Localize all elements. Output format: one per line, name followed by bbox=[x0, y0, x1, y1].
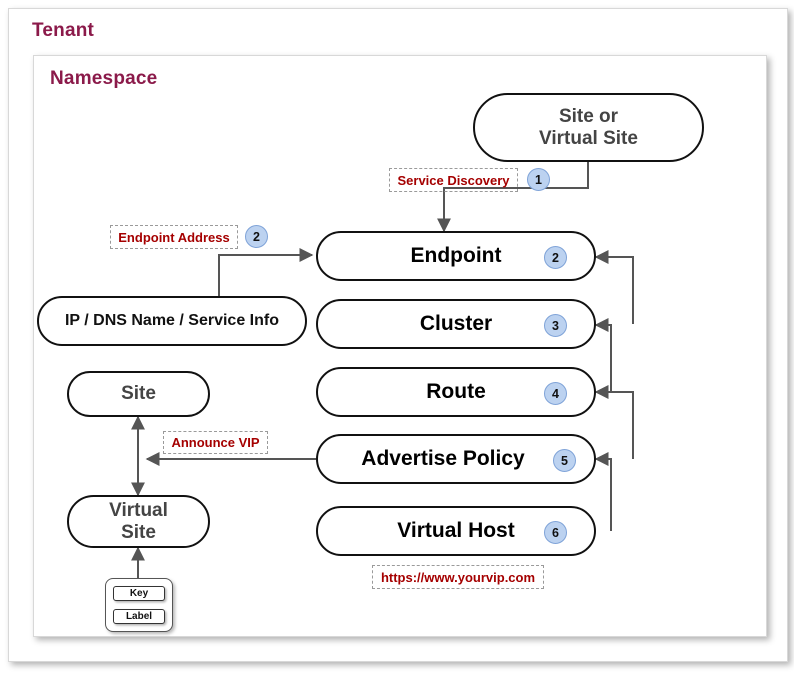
node-site-or-virtual-site[interactable]: Site or Virtual Site bbox=[473, 93, 704, 162]
node-cluster-badge: 3 bbox=[544, 314, 567, 337]
node-endpoint-badge: 2 bbox=[544, 246, 567, 269]
node-advertise-policy-badge: 5 bbox=[553, 449, 576, 472]
node-virtual-site[interactable]: Virtual Site bbox=[67, 495, 210, 548]
annotation-service-discovery-text: Service Discovery bbox=[397, 172, 510, 188]
annotation-service-discovery: Service Discovery bbox=[389, 168, 518, 192]
annotation-endpoint-address-text: Endpoint Address bbox=[118, 229, 230, 245]
annotation-endpoint-address: Endpoint Address bbox=[110, 225, 238, 249]
annotation-endpoint-address-badge: 2 bbox=[245, 225, 268, 248]
annotation-announce-vip-text: Announce VIP bbox=[171, 435, 260, 450]
node-ip-dns-service-info-label: IP / DNS Name / Service Info bbox=[64, 312, 279, 330]
node-route-badge: 4 bbox=[544, 382, 567, 405]
node-endpoint[interactable]: Endpoint 2 bbox=[316, 231, 596, 281]
node-route[interactable]: Route 4 bbox=[316, 367, 596, 417]
node-cluster-label: Cluster bbox=[419, 312, 493, 336]
tenant-title: Tenant bbox=[32, 20, 95, 41]
annotation-announce-vip: Announce VIP bbox=[163, 431, 268, 454]
node-cluster[interactable]: Cluster 3 bbox=[316, 299, 596, 349]
legend-key-box: Key Label bbox=[105, 578, 173, 632]
node-virtual-host-label: Virtual Host bbox=[397, 519, 515, 543]
node-site[interactable]: Site bbox=[67, 371, 210, 417]
node-site-label: Site bbox=[121, 383, 156, 405]
node-endpoint-label: Endpoint bbox=[410, 244, 502, 268]
node-advertise-policy[interactable]: Advertise Policy 5 bbox=[316, 434, 596, 484]
node-route-label: Route bbox=[426, 380, 486, 404]
node-virtual-host[interactable]: Virtual Host 6 bbox=[316, 506, 596, 556]
legend-label-chip: Label bbox=[113, 608, 165, 624]
annotation-service-discovery-badge: 1 bbox=[527, 168, 550, 191]
node-site-or-virtual-site-label: Site or Virtual Site bbox=[539, 106, 638, 149]
node-virtual-host-badge: 6 bbox=[544, 521, 567, 544]
annotation-vip-url-text: https://www.yourvip.com bbox=[380, 569, 536, 585]
node-ip-dns-service-info[interactable]: IP / DNS Name / Service Info bbox=[37, 296, 307, 346]
namespace-title: Namespace bbox=[50, 68, 158, 89]
annotation-vip-url: https://www.yourvip.com bbox=[372, 565, 544, 589]
legend-key-chip: Key bbox=[113, 586, 165, 602]
node-virtual-site-label: Virtual Site bbox=[109, 500, 168, 543]
node-advertise-policy-label: Advertise Policy bbox=[361, 447, 525, 471]
